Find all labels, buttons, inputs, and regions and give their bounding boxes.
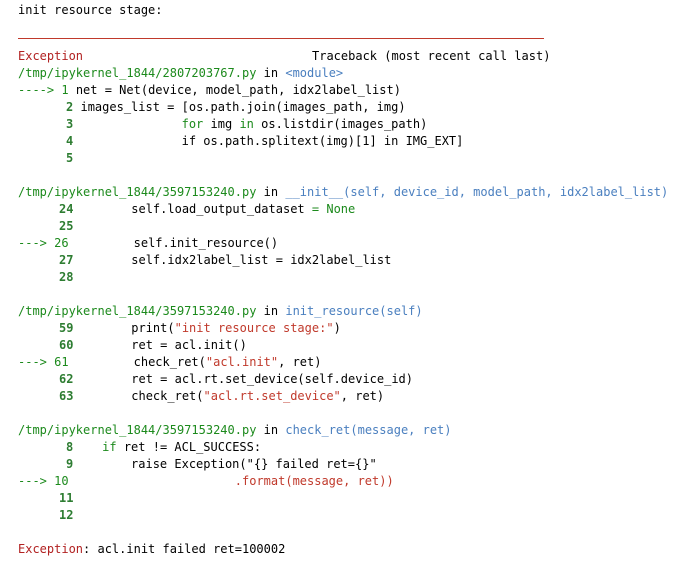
frame-header: /tmp/ipykernel_1844/2807203767.py in <mo… (18, 66, 344, 80)
code-line: 24 self.load_output_dataset = None (59, 202, 356, 216)
final-error-line: Exception: acl.init failed ret=100002 (18, 541, 285, 558)
frame-func: __init__(self, device_id, model_path, id… (285, 185, 669, 199)
code-line: 2 images_list = [os.path.join(images_pat… (66, 100, 406, 114)
traceback-separator (18, 38, 544, 39)
line-number: 63 (59, 389, 74, 403)
final-exception-name: Exception (18, 542, 84, 556)
code-line: ---> 61 check_ret("acl.init", ret) (18, 355, 322, 369)
code-line: ---> 26 self.init_resource() (18, 236, 279, 250)
frame-func: <module> (285, 66, 344, 80)
exception-name: Exception (18, 49, 84, 63)
line-number: 26 (54, 236, 69, 250)
final-exception-message: : acl.init failed ret=100002 (83, 542, 286, 556)
line-number: 8 (66, 440, 74, 454)
code-line: 60 ret = acl.init() (59, 338, 247, 352)
code-line: 11 (59, 490, 73, 507)
stdout-line: init resource stage: (18, 3, 163, 17)
line-number: 62 (59, 372, 74, 386)
code-line: ---> 10 .format(message, ret)) (18, 474, 394, 488)
line-number: 28 (59, 270, 74, 284)
line-number: 5 (66, 151, 74, 165)
code-line: 8 if ret != ACL_SUCCESS: (66, 440, 262, 454)
line-number: 4 (66, 134, 74, 148)
current-line-arrow: ---> (18, 474, 47, 488)
line-number: 24 (59, 202, 74, 216)
frame-header: /tmp/ipykernel_1844/3597153240.py in ini… (18, 304, 423, 318)
code-line: 9 raise Exception("{} failed ret={}" (66, 457, 377, 471)
line-number: 61 (54, 355, 69, 369)
line-number: 59 (59, 321, 74, 335)
frame-file: /tmp/ipykernel_1844/3597153240.py (18, 185, 257, 199)
line-number: 12 (59, 508, 74, 522)
frame-func: init_resource(self) (285, 304, 423, 318)
code-line: 25 (59, 218, 73, 235)
code-line: ----> 1 net = Net(device, model_path, id… (18, 83, 401, 97)
line-number: 2 (66, 100, 74, 114)
code-line: 59 print("init resource stage:") (59, 321, 341, 335)
line-number: 11 (59, 491, 74, 505)
line-number: 25 (59, 219, 74, 233)
frame-func: check_ret(message, ret) (285, 423, 452, 437)
code-line: 28 (59, 269, 73, 286)
frame-header: /tmp/ipykernel_1844/3597153240.py in __i… (18, 185, 669, 199)
current-line-arrow: ---> (18, 236, 47, 250)
code-line: 27 self.idx2label_list = idx2label_list (59, 253, 392, 267)
code-line: 63 check_ret("acl.rt.set_device", ret) (59, 389, 385, 403)
frame-header: /tmp/ipykernel_1844/3597153240.py in che… (18, 423, 452, 437)
current-line-arrow: ---> (18, 355, 47, 369)
frame-file: /tmp/ipykernel_1844/3597153240.py (18, 304, 257, 318)
line-number: 60 (59, 338, 74, 352)
line-number: 9 (66, 457, 74, 471)
frame-file: /tmp/ipykernel_1844/2807203767.py (18, 66, 257, 80)
line-number: 1 (61, 83, 69, 97)
code-line: 3 for img in os.listdir(images_path) (66, 117, 428, 131)
line-number: 27 (59, 253, 74, 267)
code-line: 62 ret = acl.rt.set_device(self.device_i… (59, 372, 414, 386)
traceback-title: Traceback (most recent call last) (312, 49, 551, 63)
code-line: 4 if os.path.splitext(img)[1] in IMG_EXT… (66, 134, 464, 148)
code-line: 5 (66, 150, 73, 167)
code-line: 12 (59, 507, 73, 524)
current-line-arrow: ----> (18, 83, 55, 97)
line-number: 10 (54, 474, 69, 488)
frame-file: /tmp/ipykernel_1844/3597153240.py (18, 423, 257, 437)
line-number: 3 (66, 117, 74, 131)
